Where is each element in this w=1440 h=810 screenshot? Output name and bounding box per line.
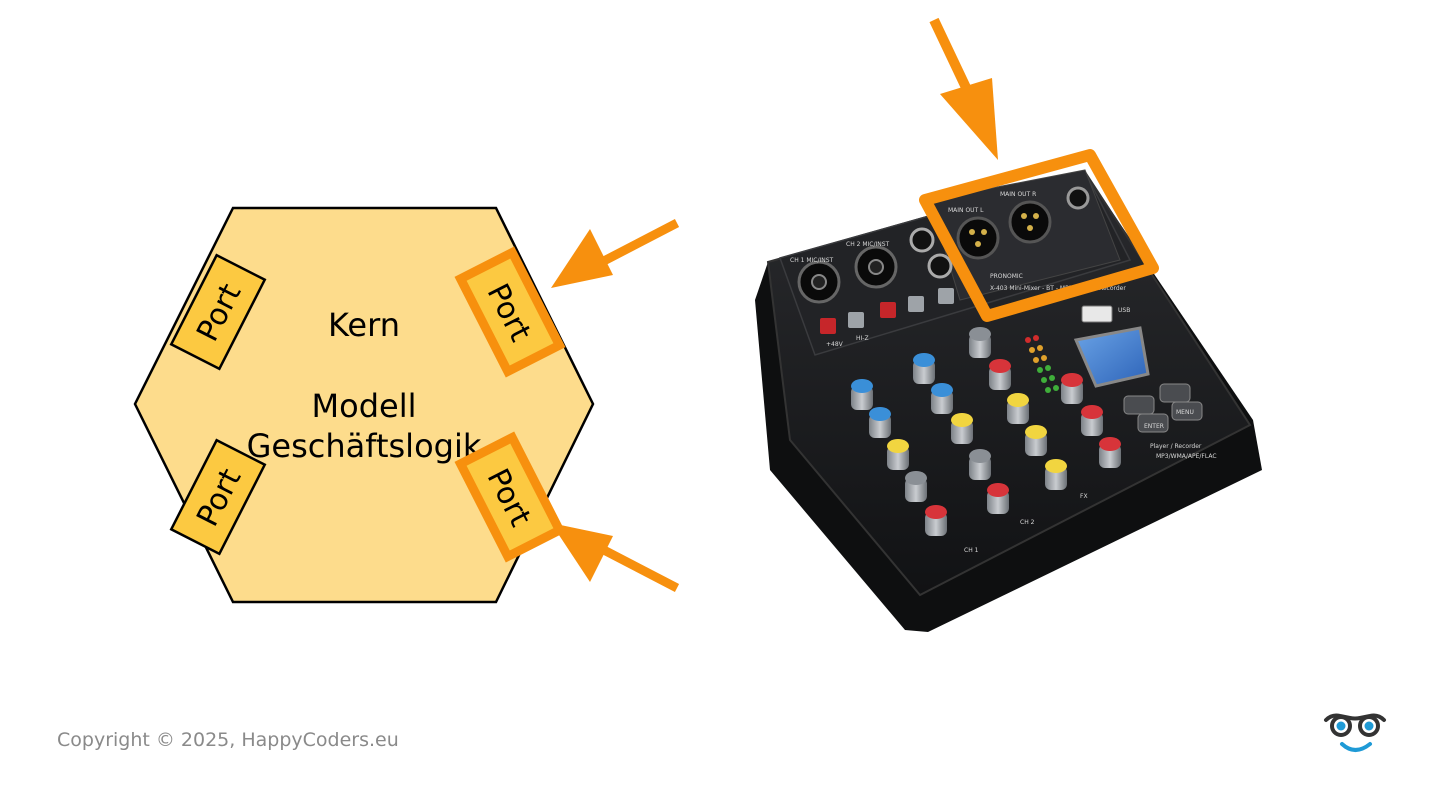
- usb-label: USB: [1118, 307, 1130, 314]
- main-out-r-label: MAIN OUT R: [1000, 191, 1036, 198]
- ch1-input-label: CH 1 MIC/INST: [790, 257, 834, 264]
- model-label: Modell: [312, 387, 417, 425]
- main-out-l-label: MAIN OUT L: [948, 207, 984, 214]
- copyright-footer: Copyright © 2025, HappyCoders.eu: [57, 729, 399, 751]
- lcd-display: [1073, 326, 1150, 388]
- hiz-label: HI-Z: [856, 335, 869, 342]
- arrow-to-port-top: [551, 219, 680, 288]
- play-enter-button: [1137, 413, 1169, 433]
- next-button: [1159, 383, 1191, 403]
- line-in-jack-2: [927, 253, 953, 279]
- menu-button: [1171, 401, 1203, 421]
- model-label: X-403 Mini-Mixer - BT - MP3 Player / Rec…: [990, 285, 1126, 292]
- business-logic-label: Geschäftslogik: [247, 427, 482, 465]
- enter-label: ENTER: [1144, 423, 1164, 430]
- core-label: Kern: [328, 306, 400, 344]
- glasses-smiley-icon: [1324, 713, 1386, 752]
- ch1-bottom-label: CH 1: [964, 547, 979, 554]
- phantom-label: +48V: [826, 341, 844, 348]
- port-left-bottom: Port: [169, 438, 267, 556]
- player-sub-label: MP3/WMA/APE/FLAC: [1156, 453, 1217, 460]
- headphone-jack: [1066, 186, 1090, 210]
- main-out-l-jack: [956, 216, 1000, 260]
- port-right-bottom: Port: [454, 431, 566, 563]
- mixer-knobs: [851, 327, 1121, 536]
- fx-label: FX: [1080, 493, 1088, 500]
- menu-label: MENU: [1176, 409, 1194, 416]
- line-in-jack-1: [909, 227, 935, 253]
- ch2-hiz-button: [908, 296, 924, 312]
- prev-button: [1123, 395, 1155, 415]
- level-meter: [1025, 335, 1059, 393]
- main-out-r-jack: [1008, 200, 1052, 244]
- arrow-to-main-out: [929, 17, 998, 160]
- port-right-top: Port: [454, 246, 566, 378]
- audio-mixer-image: MAIN OUT L MAIN OUT R PRONOMIC X-403 Min…: [755, 169, 1262, 632]
- ch2-input-label: CH 2 MIC/INST: [846, 241, 890, 248]
- ch1-phantom-button: [820, 318, 836, 334]
- main-out-highlight: [919, 149, 1159, 322]
- brand-label: PRONOMIC: [990, 273, 1023, 280]
- port-left-top: Port: [169, 253, 267, 371]
- ch2-bottom-label: CH 2: [1020, 519, 1035, 526]
- arrow-to-port-bottom: [551, 523, 680, 592]
- usb-port: [1081, 305, 1113, 323]
- ch2-phantom-button: [880, 302, 896, 318]
- ch1-hiz-button: [848, 312, 864, 328]
- player-label: Player / Recorder: [1150, 443, 1202, 450]
